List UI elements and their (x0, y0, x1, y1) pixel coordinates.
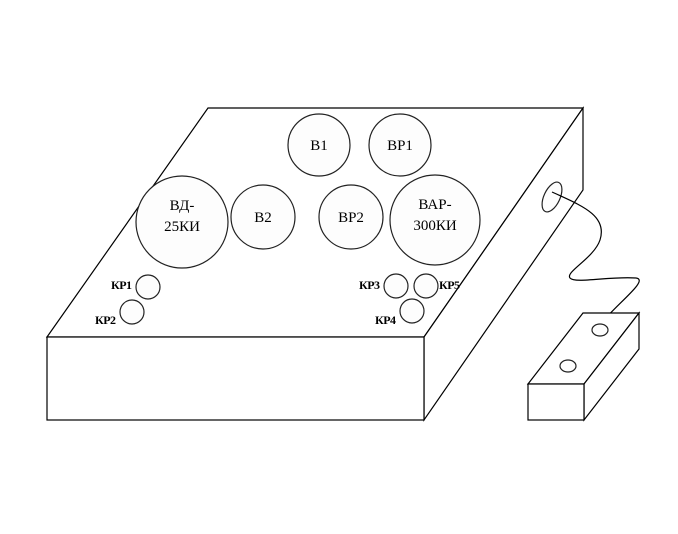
dial-var300ki: ВАР- 300КИ (389, 174, 481, 266)
switch-kp5-label: КР5 (439, 278, 460, 292)
dial-vr1-label: ВР1 (387, 138, 413, 154)
dial-v2-label: В2 (254, 210, 272, 226)
dial-v1: В1 (287, 113, 351, 177)
remote-box-front-face (527, 383, 585, 421)
dial-var-label-1: ВАР- (418, 197, 451, 213)
remote-button-2 (559, 359, 577, 373)
dial-vr2: ВР2 (318, 184, 384, 250)
cable (551, 191, 640, 326)
switch-kp2 (119, 299, 145, 325)
main-box-front-face (46, 336, 425, 421)
switch-kp1 (135, 274, 161, 300)
dial-v1-label: В1 (310, 138, 328, 154)
dial-var-label-2: 300КИ (413, 218, 457, 234)
switch-kp4 (399, 298, 425, 324)
cable-port (541, 181, 563, 213)
dial-v2: В2 (230, 184, 296, 250)
switch-kp4-label: КР4 (375, 313, 396, 327)
dial-vd25ki: ВД- 25КИ (135, 175, 229, 269)
dial-vr1: ВР1 (368, 113, 432, 177)
switch-kp2-label: КР2 (95, 313, 116, 327)
switch-kp5 (413, 273, 439, 299)
switch-kp1-label: КР1 (111, 278, 132, 292)
dial-vd-label-1: ВД- (170, 198, 195, 214)
dial-vr2-label: ВР2 (338, 210, 364, 226)
remote-button-1 (591, 323, 609, 337)
switch-kp3 (383, 273, 409, 299)
dial-vd-label-2: 25КИ (164, 219, 200, 235)
switch-kp3-label: КР3 (359, 278, 380, 292)
